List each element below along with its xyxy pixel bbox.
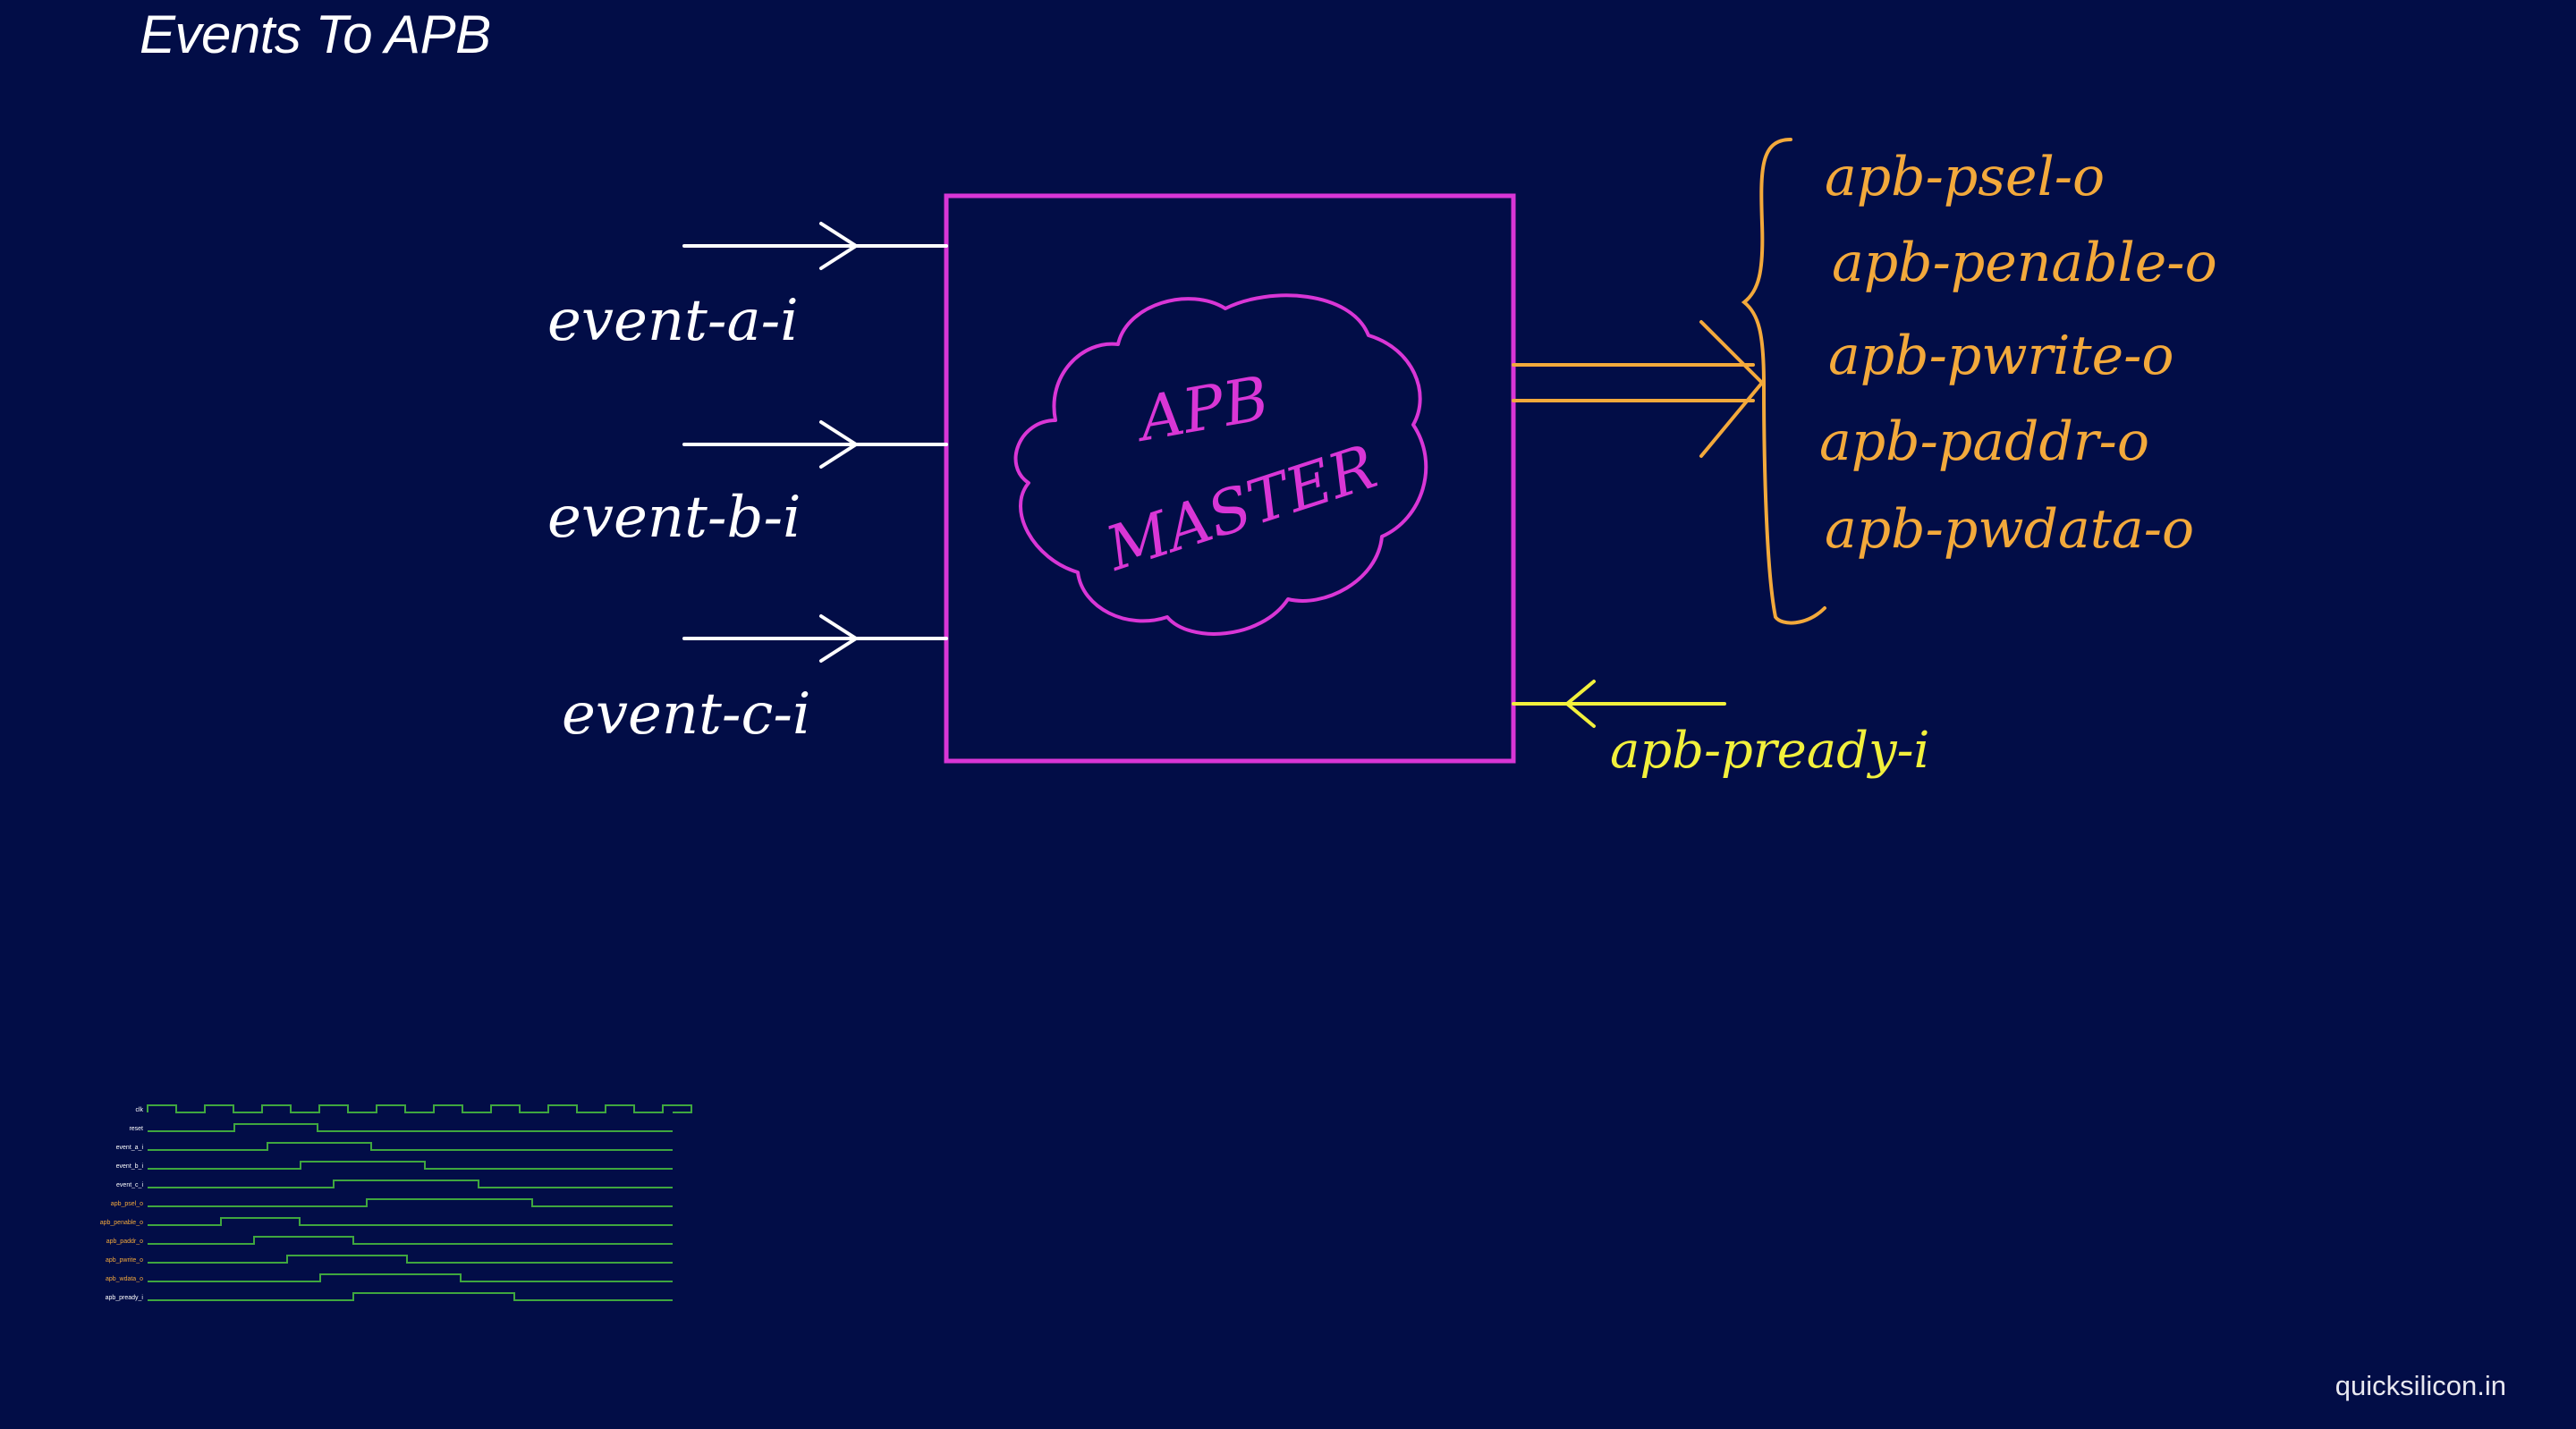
waveform-signal-label: apb_pready_i: [106, 1295, 144, 1301]
ready-input-arrow: [1512, 680, 1726, 728]
waveform-trace: [148, 1180, 673, 1188]
waveform-trace: [148, 1292, 673, 1301]
input-label-a: event-a-i: [547, 288, 799, 354]
waveform-trace: [148, 1142, 673, 1151]
input-label-b: event-b-i: [547, 485, 801, 551]
block-label-line2: MASTER: [1097, 432, 1385, 586]
waveform-thumbnail: clk reset event_a_i event_b_i event_c_i apb_p…: [100, 1104, 692, 1301]
output-label-pwdata: apb-pwdata-o: [1825, 498, 2194, 561]
input-label-c: event-c-i: [562, 681, 810, 748]
waveform-trace: [148, 1236, 673, 1245]
waveform-signal-label: apb_paddr_o: [106, 1239, 143, 1245]
output-label-pwrite: apb-pwrite-o: [1828, 325, 2174, 387]
apb-master-cloud: [1013, 293, 1428, 636]
waveform-signal-label: clk: [135, 1107, 143, 1113]
waveform-trace: [148, 1123, 673, 1132]
output-label-psel: apb-psel-o: [1825, 146, 2105, 208]
output-label-penable: apb-penable-o: [1832, 232, 2217, 294]
waveform-trace: [147, 1104, 692, 1113]
input-arrow-c: [682, 614, 948, 663]
waveform-trace: [148, 1198, 673, 1207]
watermark: quicksilicon.in: [2334, 1370, 2506, 1401]
waveform-signal-label: apb_wdata_o: [106, 1276, 143, 1282]
ready-input-label: apb-pready-i: [1610, 722, 1929, 780]
output-label-paddr: apb-paddr-o: [1819, 410, 2149, 473]
output-brace: [1741, 138, 1826, 625]
waveform-trace: [148, 1161, 673, 1170]
output-bus-arrow: [1512, 320, 1764, 458]
waveform-trace: [148, 1217, 673, 1226]
slide-title: Events To APB: [140, 4, 491, 64]
waveform-signal-label: event_b_i: [116, 1163, 144, 1170]
waveform-signal-label: event_a_i: [116, 1145, 144, 1151]
waveform-trace: [148, 1273, 673, 1282]
waveform-signal-label: apb_psel_o: [111, 1201, 143, 1207]
input-arrow-b: [682, 420, 948, 469]
waveform-signal-label: apb_penable_o: [100, 1220, 143, 1226]
waveform-signal-label: apb_pwrite_o: [106, 1257, 143, 1264]
waveform-signal-label: reset: [129, 1126, 143, 1132]
apb-master-block: [944, 193, 1516, 764]
input-arrow-a: [682, 222, 948, 270]
waveform-trace: [148, 1255, 673, 1264]
block-label-line1: APB: [1129, 363, 1274, 456]
waveform-signal-label: event_c_i: [116, 1182, 143, 1188]
